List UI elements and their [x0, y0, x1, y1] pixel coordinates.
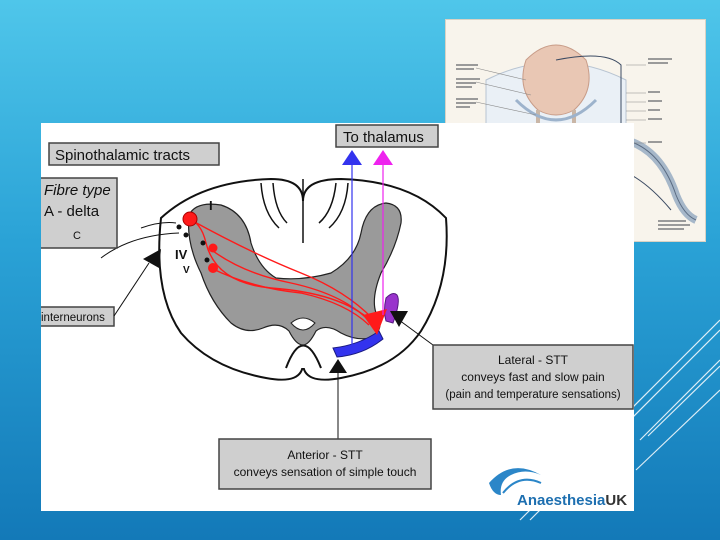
lateral-stt-arrow	[390, 311, 408, 327]
lateral-stt-marker	[363, 309, 387, 335]
lateral-stt-box	[432, 344, 634, 410]
neuron-lamina-4	[208, 243, 218, 253]
to-thalamus-label: To thalamus	[343, 129, 424, 146]
lateral-stt-line1: conveys fast and slow pain	[461, 370, 604, 384]
anaesthesia-uk-logo: AnaesthesiaUK	[489, 468, 627, 509]
anterior-stt-box	[218, 438, 432, 490]
anterior-stt-arrow	[329, 359, 347, 373]
up-arrow-blue	[342, 150, 362, 165]
fibre-type-heading: Fibre type	[44, 182, 111, 199]
lamina-5-label: V	[183, 265, 190, 276]
neuron-lamina-5	[208, 263, 218, 273]
anterior-stt-title: Anterior - STT	[287, 448, 363, 462]
lateral-stt-line2: (pain and temperature sensations)	[445, 389, 620, 401]
logo-text-left: Anaesthesia	[517, 492, 606, 509]
fibre-type-box	[38, 177, 118, 249]
interneuron-arrow	[143, 249, 161, 268]
title-box	[48, 142, 220, 166]
fibre-type-a-delta: A - delta	[44, 203, 100, 220]
neuron-lamina-1	[182, 211, 198, 227]
up-arrow-pink	[373, 150, 393, 165]
lateral-stt-title: Lateral - STT	[498, 353, 569, 367]
lamina-1-label: I	[209, 198, 213, 213]
anterior-tract	[332, 330, 384, 358]
interneurons-label: interneurons	[41, 312, 105, 324]
logo-text-right: UK	[605, 492, 627, 509]
svg-text:AnaesthesiaUK: AnaesthesiaUK	[517, 492, 627, 509]
thalamus-box	[335, 124, 439, 148]
anterior-stt-line1: conveys sensation of simple touch	[234, 465, 417, 479]
fibre-type-c: C	[73, 230, 81, 242]
diagram-title: Spinothalamic tracts	[55, 147, 190, 164]
lamina-4-label: IV	[175, 247, 188, 262]
diagram-panel: Spinothalamic tracts To thalamus Fibre t…	[35, 123, 634, 511]
